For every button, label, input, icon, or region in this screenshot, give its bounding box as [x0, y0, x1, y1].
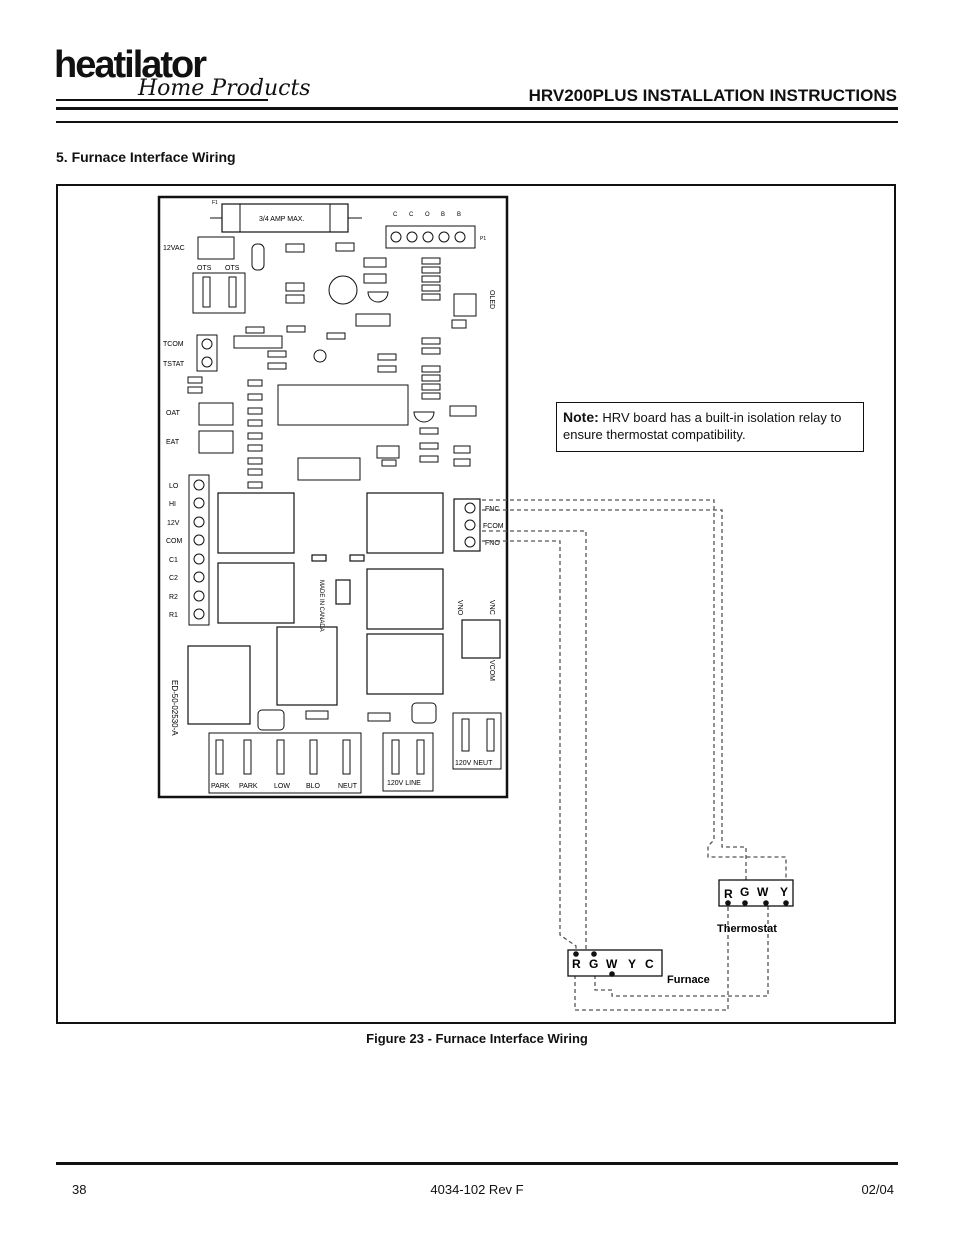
svg-text:LOW: LOW — [274, 783, 290, 790]
svg-text:NEUT: NEUT — [338, 783, 358, 790]
fuse-label: 3/4 AMP MAX. — [259, 216, 304, 223]
svg-text:TCOM: TCOM — [163, 341, 184, 348]
svg-text:W: W — [757, 885, 769, 899]
svg-text:OLED: OLED — [488, 290, 495, 309]
svg-text:PARK: PARK — [239, 783, 258, 790]
svg-text:BLO: BLO — [306, 783, 321, 790]
footer-rule — [56, 1162, 898, 1165]
svg-text:MADE IN CANADA: MADE IN CANADA — [318, 580, 324, 632]
svg-text:Y: Y — [628, 957, 636, 971]
svg-text:R2: R2 — [169, 594, 178, 601]
figure-frame — [56, 184, 896, 1024]
document-date: 02/04 — [861, 1182, 894, 1197]
circuit-board — [157, 195, 509, 799]
section-heading: 5. Furnace Interface Wiring — [56, 149, 236, 165]
thermostat-block — [718, 879, 794, 907]
svg-text:VCOM: VCOM — [488, 660, 495, 681]
svg-text:P1: P1 — [480, 236, 486, 242]
svg-text:F1: F1 — [212, 200, 218, 206]
svg-text:VNC: VNC — [488, 600, 495, 615]
logo-underline — [56, 99, 268, 101]
wiring-lines — [482, 499, 787, 1011]
note-label: Note: — [563, 409, 599, 425]
svg-text:OAT: OAT — [166, 410, 181, 417]
note-text: HRV board has a built-in isolation relay… — [563, 410, 842, 442]
svg-text:TSTAT: TSTAT — [163, 361, 185, 368]
terminal-fno: FNO — [485, 540, 500, 547]
svg-text:C: C — [393, 212, 398, 218]
svg-text:C1: C1 — [169, 557, 178, 564]
svg-text:EAT: EAT — [166, 439, 180, 446]
figure-caption: Figure 23 - Furnace Interface Wiring — [366, 1031, 588, 1046]
svg-text:VNO: VNO — [456, 600, 463, 616]
svg-text:OTS: OTS — [225, 265, 240, 272]
svg-text:C2: C2 — [169, 575, 178, 582]
svg-text:C: C — [645, 957, 654, 971]
svg-text:OTS: OTS — [197, 265, 212, 272]
furnace-label: Furnace — [667, 974, 710, 986]
svg-text:B: B — [457, 212, 461, 218]
svg-text:120V LINE: 120V LINE — [387, 780, 421, 787]
svg-text:ED-50-02530-A: ED-50-02530-A — [170, 680, 179, 736]
svg-text:COM: COM — [166, 538, 183, 545]
document-number: 4034-102 Rev F — [430, 1182, 524, 1197]
svg-text:R1: R1 — [169, 612, 178, 619]
svg-text:G: G — [589, 957, 598, 971]
svg-text:R: R — [572, 957, 581, 971]
note-box: Note: HRV board has a built-in isolation… — [556, 402, 864, 452]
svg-text:W: W — [606, 957, 618, 971]
svg-text:LO: LO — [169, 483, 179, 490]
svg-text:R: R — [724, 887, 733, 901]
svg-text:HI: HI — [169, 501, 176, 508]
page-number: 38 — [72, 1182, 87, 1197]
svg-text:O: O — [425, 212, 430, 218]
header-rule-thin — [56, 121, 898, 123]
svg-text:G: G — [740, 885, 749, 899]
svg-text:120V NEUT: 120V NEUT — [455, 760, 493, 767]
svg-text:Y: Y — [780, 885, 788, 899]
brand-logo: heatilator — [54, 44, 207, 86]
page-title: HRV200PLUS INSTALLATION INSTRUCTIONS — [528, 86, 897, 105]
svg-text:B: B — [441, 212, 445, 218]
brand-logo-subtitle: Home Products — [138, 76, 311, 101]
svg-text:C: C — [409, 212, 414, 218]
svg-text:12V: 12V — [167, 520, 180, 527]
furnace-block — [567, 949, 663, 977]
header-rule — [56, 107, 898, 110]
power-label: 12VAC — [163, 245, 185, 252]
thermostat-label: Thermostat — [717, 923, 777, 935]
terminal-fcom: FCOM — [483, 523, 504, 530]
svg-text:PARK: PARK — [211, 783, 230, 790]
